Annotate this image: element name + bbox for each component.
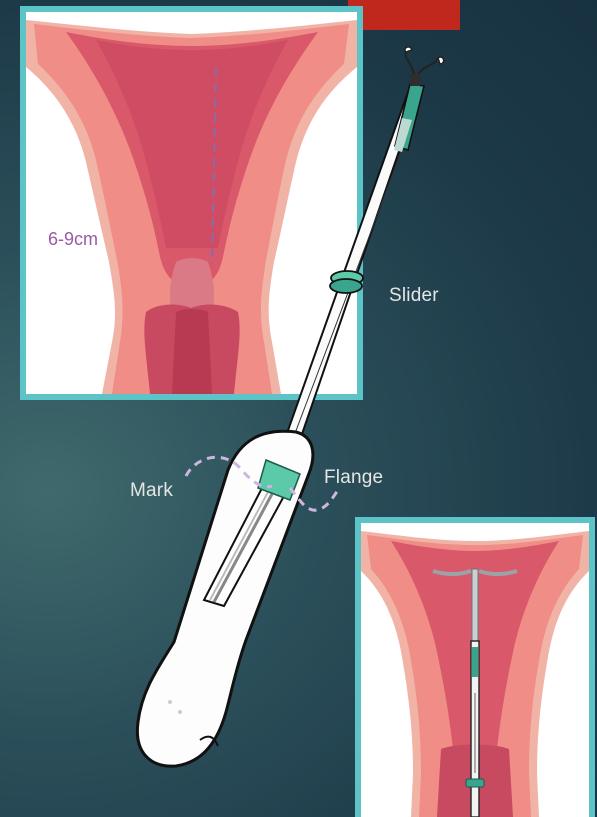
mark-label: Mark <box>130 480 173 502</box>
slider-label: Slider <box>389 285 439 307</box>
flange-label: Flange <box>324 467 383 489</box>
